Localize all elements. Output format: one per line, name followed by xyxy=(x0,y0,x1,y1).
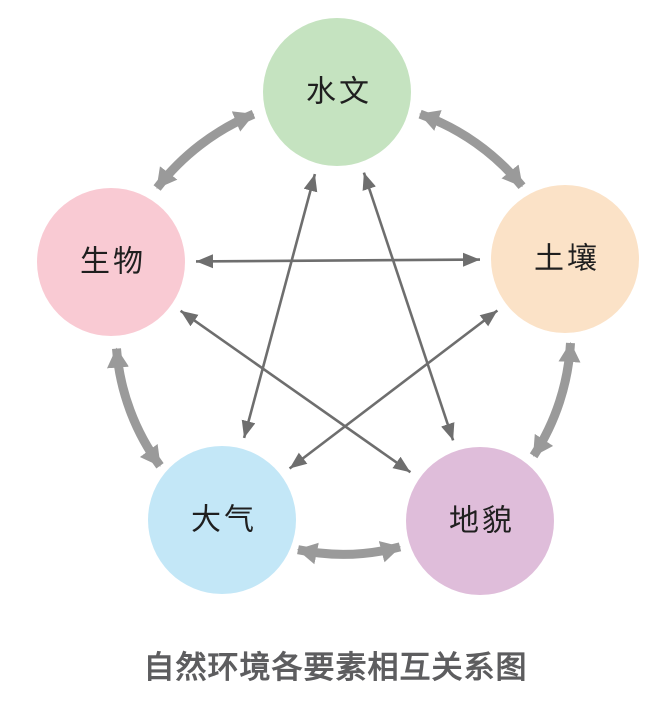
arc-link-landform-atmosphere xyxy=(297,541,402,565)
node-label-soil: 土壤 xyxy=(534,243,600,276)
arc-link-biology-hydrology xyxy=(153,110,256,191)
node-biology xyxy=(37,188,185,336)
node-label-landform: 地貌 xyxy=(449,505,515,538)
node-label-atmosphere: 大气 xyxy=(191,504,257,537)
arc-link-hydrology-soil xyxy=(418,109,526,190)
cross-link-biology-soil xyxy=(195,252,481,269)
node-atmosphere xyxy=(148,446,296,594)
cross-link-soil-atmosphere xyxy=(288,309,499,470)
arc-link-atmosphere-biology xyxy=(106,347,164,469)
diagram-title: 自然环境各要素相互关系图 xyxy=(143,650,528,685)
node-label-biology: 生物 xyxy=(80,246,146,279)
node-soil xyxy=(491,185,639,333)
arc-link-soil-landform xyxy=(529,342,581,459)
node-landform xyxy=(406,447,554,595)
node-hydrology xyxy=(263,18,411,166)
node-label-hydrology: 水文 xyxy=(306,76,372,109)
